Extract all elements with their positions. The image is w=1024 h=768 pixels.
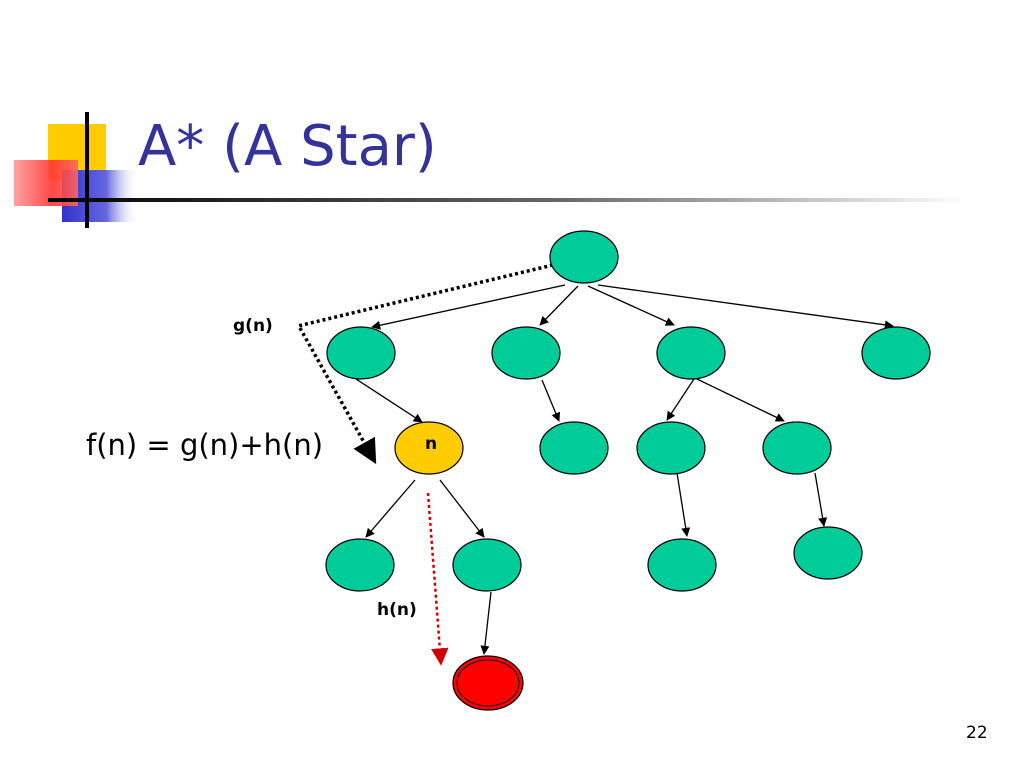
corner-decoration: [14, 112, 968, 228]
deco-vertical-line: [85, 112, 89, 228]
f-formula: f(n) = g(n)+h(n): [86, 428, 324, 462]
node-c: [656, 326, 726, 380]
edge-right-goal: [480, 591, 492, 655]
node-d: [861, 326, 931, 380]
node-a: [326, 326, 396, 380]
edge-root-a: [371, 284, 566, 330]
edge-c1-c1a: [676, 472, 691, 537]
g-path-segment-top: [297, 263, 554, 328]
g-label: g(n): [233, 316, 273, 336]
node-c1a: [647, 538, 717, 592]
node-goal-inner-ring: [456, 659, 520, 707]
edge-c-c1: [666, 378, 695, 421]
node-n: [394, 421, 464, 475]
node-root: [549, 230, 619, 284]
tree-nodes: [325, 230, 931, 711]
h-path: [426, 492, 449, 666]
node-b: [491, 326, 561, 380]
edge-c-c2: [696, 378, 785, 422]
node-b1: [539, 421, 609, 475]
node-goal: [452, 655, 524, 711]
node-n-label: n: [425, 434, 437, 454]
node-n-left: [325, 538, 395, 592]
edge-a-n: [355, 378, 423, 423]
page-number: 22: [966, 723, 988, 743]
node-n-right: [452, 538, 522, 592]
edge-n-left: [365, 479, 416, 538]
node-c2: [762, 421, 832, 475]
slide-title: A* (A Star): [138, 114, 437, 179]
edge-n-right: [439, 479, 485, 538]
h-label: h(n): [377, 600, 417, 620]
node-c1: [636, 421, 706, 475]
node-c2a: [793, 526, 863, 580]
tree-edges: [355, 284, 894, 655]
edge-c2-c2a: [814, 472, 828, 527]
edge-root-c: [587, 285, 675, 326]
g-path-segment-down: [298, 327, 377, 465]
g-path: [297, 263, 554, 465]
edge-b-b1: [541, 379, 561, 422]
edge-root-b: [539, 285, 579, 326]
edge-root-d: [597, 284, 894, 330]
title-rule: [48, 198, 968, 202]
